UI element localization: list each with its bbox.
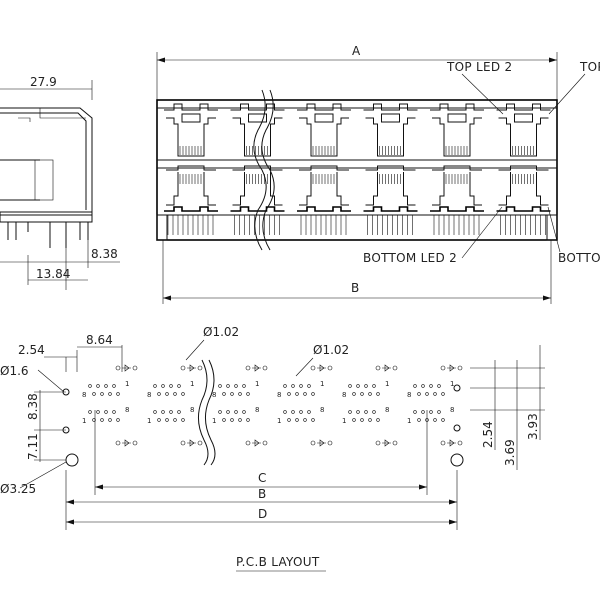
pcb-break-left — [198, 359, 209, 466]
port-top — [363, 103, 418, 157]
pin-label-1: 1 — [407, 417, 411, 425]
pin-label-1: 1 — [277, 417, 281, 425]
port-bottom — [496, 165, 551, 212]
port-top — [164, 103, 218, 157]
port-bottom — [430, 165, 484, 212]
pin-label-1: 1 — [385, 380, 389, 388]
pin-label-1: 1 — [342, 417, 346, 425]
port-bottom — [297, 165, 351, 212]
front-view: A TOP LED 2 TOP LED 1 BOTTOM LED 2 BOTTO… — [156, 44, 600, 304]
pin-label-8: 8 — [147, 391, 151, 399]
pcb-dim-254-right: 2.54 — [481, 421, 495, 448]
pcb-dim-102-a: Ø1.02 — [203, 325, 239, 339]
pcb-dim-16: Ø1.6 — [0, 364, 29, 378]
pin-label-1: 1 — [212, 417, 216, 425]
pcb-break-right — [205, 359, 216, 466]
pin-label-1: 1 — [255, 380, 259, 388]
pin-label-1: 1 — [320, 380, 324, 388]
port-bottom — [363, 165, 418, 212]
port-array — [164, 103, 551, 235]
port-top — [230, 103, 285, 157]
pin-label-1: 1 — [125, 380, 129, 388]
pin-label-1: 1 — [190, 380, 194, 388]
pin-label-8: 8 — [385, 406, 389, 414]
pcb-dim-369: 3.69 — [503, 439, 517, 466]
pin-label-8: 8 — [320, 406, 324, 414]
port-bottom — [164, 165, 218, 212]
pin-label-8: 8 — [212, 391, 216, 399]
dim-a-label: A — [352, 44, 361, 58]
mount-hole-large — [450, 453, 464, 467]
port-top — [496, 103, 551, 157]
pin-label-8: 8 — [450, 406, 454, 414]
label-top-led-1: TOP LED 1 — [579, 60, 600, 74]
side-view: 27.9 8.38 13.84 — [0, 75, 120, 290]
pin-label-8: 8 — [277, 391, 281, 399]
pcb-dim-b: B — [258, 487, 266, 501]
pcb-layout-title: P.C.B LAYOUT — [236, 555, 320, 569]
break-line-left — [253, 89, 267, 251]
pcb-dim-325: Ø3.25 — [0, 482, 36, 496]
pin-label-8: 8 — [255, 406, 259, 414]
break-line-right — [261, 89, 275, 251]
label-top-led-2: TOP LED 2 — [446, 60, 512, 74]
label-bottom-led-2: BOTTOM LED 2 — [363, 251, 457, 265]
side-dim-838: 8.38 — [91, 247, 118, 261]
side-dim-width: 27.9 — [30, 75, 57, 89]
pin-label-8: 8 — [190, 406, 194, 414]
pcb-dim-d: D — [258, 507, 267, 521]
pcb-dim-102-b: Ø1.02 — [313, 343, 349, 357]
pcb-dim-393: 3.93 — [526, 413, 540, 440]
dim-b-label: B — [351, 281, 359, 295]
pin-label-8: 8 — [125, 406, 129, 414]
front-housing — [156, 99, 558, 241]
pin-label-8: 8 — [342, 391, 346, 399]
pcb-dim-711: 7.11 — [26, 433, 40, 460]
mount-hole-large — [65, 453, 79, 467]
mount-hole-small — [453, 384, 461, 392]
pin-label-8: 8 — [82, 391, 86, 399]
label-bottom-led-1: BOTTOM LED 1 — [558, 251, 600, 265]
port-top — [430, 103, 484, 157]
port-top — [297, 103, 351, 157]
pin-label-1: 1 — [147, 417, 151, 425]
mount-hole-small — [453, 424, 461, 432]
pcb-dim-254-top: 2.54 — [18, 343, 45, 357]
pcb-dim-c: C — [258, 471, 266, 485]
pin-label-1: 1 — [82, 417, 86, 425]
side-dim-1384: 13.84 — [36, 267, 70, 281]
pin-label-1: 1 — [450, 380, 454, 388]
pcb-dim-838: 8.38 — [26, 393, 40, 420]
port-bottom — [230, 165, 285, 212]
pin-label-8: 8 — [407, 391, 411, 399]
pcb-dim-864: 8.64 — [86, 333, 113, 347]
